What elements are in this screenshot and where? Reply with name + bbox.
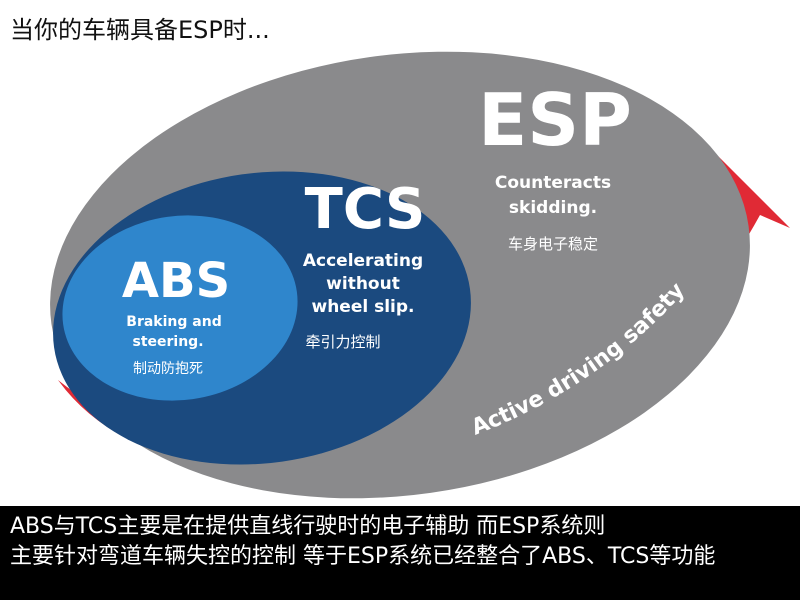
esp-cn-label: 车身电子稳定 — [508, 235, 598, 253]
esp-title: ESP — [478, 78, 632, 162]
caption-line-1: ABS与TCS主要是在提供直线行驶时的电子辅助 而ESP系统则 — [10, 514, 606, 539]
tcs-desc-line3: wheel slip. — [311, 297, 414, 317]
abs-desc-line2: steering. — [132, 334, 203, 350]
abs-title: ABS — [122, 253, 230, 309]
tcs-title: TCS — [305, 177, 426, 242]
tcs-desc-line1: Accelerating — [303, 251, 423, 271]
abs-cn-label: 制动防抱死 — [133, 361, 203, 377]
tcs-cn-label: 牵引力控制 — [305, 333, 380, 351]
caption-line-2: 主要针对弯道车辆失控的控制 等于ESP系统已经整合了ABS、TCS等功能 — [10, 544, 716, 569]
abs-ellipse — [62, 215, 298, 401]
abs-desc-line1: Braking and — [126, 314, 221, 330]
tcs-desc-line2: without — [326, 274, 400, 294]
page-heading: 当你的车辆具备ESP时... — [10, 16, 270, 44]
esp-desc-line1: Counteracts — [495, 173, 611, 193]
esp-desc-line2: skidding. — [509, 198, 597, 218]
caption-bar: ABS与TCS主要是在提供直线行驶时的电子辅助 而ESP系统则 主要针对弯道车辆… — [0, 506, 800, 600]
esp-diagram: ESP Counteracts skidding. 车身电子稳定 TCS Acc… — [50, 51, 790, 499]
